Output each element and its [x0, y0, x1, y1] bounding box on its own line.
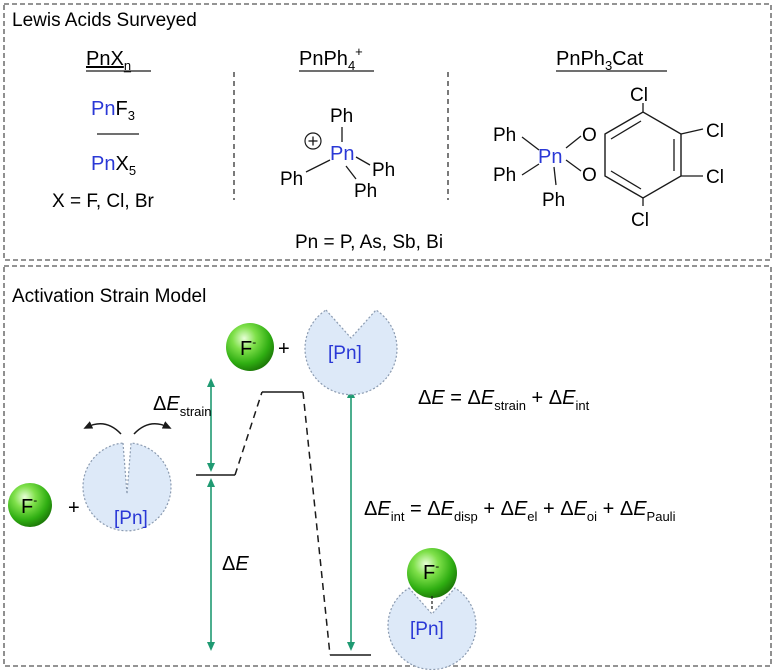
- chlorine-atom: Cl: [630, 85, 648, 106]
- pnph3cat-header: PnPh3Cat: [556, 48, 644, 73]
- delta-e-label: ΔE: [222, 553, 249, 575]
- top-panel-frame: [3, 3, 772, 261]
- lewis-acid-pacman: [387, 587, 477, 670]
- pn-definition: Pn = P, As, Sb, Bi: [295, 232, 443, 253]
- phenyl-label: Ph: [542, 190, 565, 211]
- plus-sign: +: [68, 497, 80, 519]
- plus-sign: +: [278, 338, 290, 360]
- x-definition: X = F, Cl, Br: [52, 191, 155, 212]
- phenyl-label: Ph: [372, 160, 395, 181]
- svg-text:F-: F-: [240, 335, 256, 360]
- fluoride-ball: [226, 323, 274, 371]
- interaction-equation: ΔEint = ΔEdisp + ΔEel + ΔEoi + ΔEPauli: [364, 498, 676, 524]
- strain-equation: ΔE = ΔEstrain + ΔEint: [418, 387, 590, 413]
- fluoride-ball: [8, 483, 52, 527]
- pn-atom: Pn: [330, 143, 354, 165]
- fluoride-ball: [407, 548, 457, 598]
- oxygen-atom: O: [582, 165, 597, 186]
- phenyl-label: Ph: [354, 181, 377, 202]
- pnf3-formula: PnF3: [91, 98, 135, 123]
- strain-energy-label: ΔEstrain: [153, 393, 212, 419]
- pn-fragment-label: [Pn]: [114, 508, 148, 529]
- pn-atom: Pn: [538, 146, 562, 168]
- chlorine-atom: Cl: [706, 167, 724, 188]
- lewis-acid-pacman: [304, 309, 398, 396]
- chlorine-atom: Cl: [631, 210, 649, 231]
- e-letter: E: [166, 393, 180, 415]
- pn-fragment-label: [Pn]: [410, 619, 444, 640]
- top-panel-title: Lewis Acids Surveyed: [12, 10, 197, 31]
- pnph4-column: PnPh4+ Ph Pn Ph Ph Ph: [280, 44, 395, 202]
- phenyl-label: Ph: [330, 106, 353, 127]
- bottom-panel-title: Activation Strain Model: [12, 286, 206, 307]
- pn-fragment-label: [Pn]: [328, 343, 362, 364]
- chlorine-atom: Cl: [706, 121, 724, 142]
- svg-text:F-: F-: [21, 493, 37, 518]
- pnxn-column: PnXn PnF3 PnX5 X = F, Cl, Br: [52, 48, 155, 212]
- bending-arrow: [83, 421, 122, 435]
- oxygen-atom: O: [582, 125, 597, 146]
- reaction-path: [302, 391, 331, 656]
- bending-arrow: [133, 421, 172, 435]
- pnx5-formula: PnX5: [91, 153, 136, 178]
- svg-text:F-: F-: [423, 559, 439, 584]
- lewis-acid-pacman: [82, 442, 172, 532]
- pnxn-header: PnXn: [86, 48, 131, 73]
- phenyl-label: Ph: [493, 125, 516, 146]
- reaction-path: [234, 391, 263, 476]
- positive-charge-icon: [304, 132, 322, 150]
- pnph3cat-column: PnPh3Cat Ph Ph Ph Pn O O Cl Cl Cl Cl: [493, 48, 724, 231]
- catechol-ring: [604, 111, 682, 199]
- pnph4-header: PnPh4+: [299, 44, 363, 73]
- phenyl-label: Ph: [493, 165, 516, 186]
- phenyl-label: Ph: [280, 169, 303, 190]
